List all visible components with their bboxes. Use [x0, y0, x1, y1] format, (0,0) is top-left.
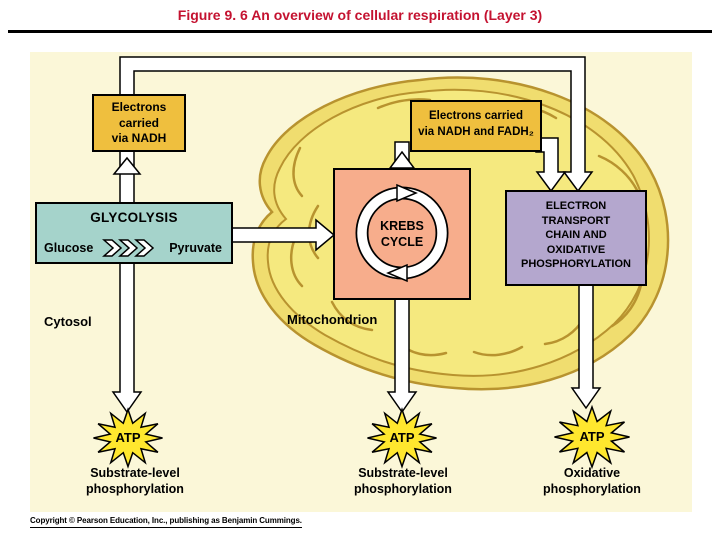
atp-label: ATP	[389, 430, 415, 445]
krebs-cycle-box: KREBS CYCLE	[333, 168, 471, 300]
glycolysis-box: GLYCOLYSIS Glucose Pyruvate	[35, 202, 233, 264]
figure-title: Figure 9. 6 An overview of cellular resp…	[177, 7, 543, 23]
cytosol-label: Cytosol	[44, 314, 92, 329]
title-rule	[8, 30, 712, 33]
electrons-nadh-fadh2-box: Electrons carried via NADH and FADH₂	[410, 100, 542, 152]
substrate-level-phosphorylation-label: Substrate-level phosphorylation	[86, 466, 184, 496]
atp-label: ATP	[579, 429, 605, 444]
mitochondrion-label: Mitochondrion	[287, 312, 378, 327]
copyright-notice: Copyright © Pearson Education, Inc., pub…	[30, 516, 302, 528]
glucose-label: Glucose	[44, 241, 94, 255]
oxidative-phosphorylation-label: Oxidative phosphorylation	[543, 466, 641, 496]
glycolysis-title: GLYCOLYSIS	[90, 210, 178, 225]
electron-transport-chain-box: ELECTRON TRANSPORT CHAIN AND OXIDATIVE P…	[505, 190, 647, 286]
pyruvate-label: Pyruvate	[169, 241, 222, 255]
krebs-cycle-label: KREBS CYCLE	[380, 219, 424, 249]
substrate-level-phosphorylation-label: Substrate-level phosphorylation	[354, 466, 452, 496]
electrons-nadh-box: Electrons carried via NADH	[92, 94, 186, 152]
atp-label: ATP	[115, 430, 141, 445]
